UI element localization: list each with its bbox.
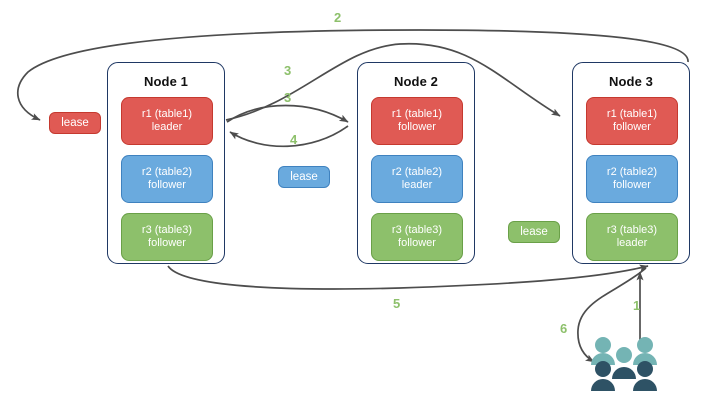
node-title: Node 2 bbox=[394, 74, 438, 89]
replica-box[interactable]: r3 (table3)follower bbox=[121, 213, 213, 261]
step-label: 1 bbox=[633, 298, 641, 313]
replica-name: r2 (table2) bbox=[141, 165, 193, 178]
replica-role: follower bbox=[613, 121, 651, 133]
step-label: 6 bbox=[560, 321, 568, 336]
edge-step-4 bbox=[229, 125, 349, 148]
replica-box[interactable]: r1 (table1)leader bbox=[121, 97, 213, 145]
edge-step-3-to-node2 bbox=[226, 104, 349, 123]
step-label: 4 bbox=[290, 132, 298, 147]
step-label: 3 bbox=[284, 63, 292, 78]
lease-badge[interactable]: lease bbox=[278, 166, 330, 188]
replica-box[interactable]: r2 (table2)leader bbox=[371, 155, 463, 203]
replica-role: leader bbox=[616, 237, 648, 249]
replica-box[interactable]: r3 (table3)leader bbox=[586, 213, 678, 261]
step-label: 5 bbox=[393, 296, 401, 311]
replica-box[interactable]: r2 (table2)follower bbox=[121, 155, 213, 203]
replica-role: follower bbox=[613, 179, 651, 191]
lease-badge[interactable]: lease bbox=[49, 112, 101, 134]
replica-role: leader bbox=[401, 179, 433, 191]
node-title: Node 3 bbox=[609, 74, 653, 89]
replica-box[interactable]: r1 (table1)follower bbox=[371, 97, 463, 145]
replica-role: follower bbox=[398, 121, 436, 133]
replica-name: r2 (table2) bbox=[606, 165, 658, 178]
replica-box[interactable]: r2 (table2)follower bbox=[586, 155, 678, 203]
replica-role: follower bbox=[148, 179, 186, 191]
users-icon bbox=[589, 335, 659, 393]
lease-badge[interactable]: lease bbox=[508, 221, 560, 243]
replica-name: r3 (table3) bbox=[391, 223, 443, 236]
replica-name: r3 (table3) bbox=[141, 223, 193, 236]
replica-name: r1 (table1) bbox=[391, 107, 443, 120]
replica-box[interactable]: r1 (table1)follower bbox=[586, 97, 678, 145]
replica-role: follower bbox=[148, 237, 186, 249]
replica-name: r3 (table3) bbox=[606, 223, 658, 236]
step-label: 2 bbox=[334, 10, 342, 25]
replica-name: r1 (table1) bbox=[606, 107, 658, 120]
replica-name: r1 (table1) bbox=[141, 107, 193, 120]
step-label: 3 bbox=[284, 90, 292, 105]
replica-name: r2 (table2) bbox=[391, 165, 443, 178]
edge-step-5 bbox=[167, 264, 649, 290]
replica-box[interactable]: r3 (table3)follower bbox=[371, 213, 463, 261]
node-title: Node 1 bbox=[144, 74, 188, 89]
replica-role: leader bbox=[151, 121, 183, 133]
replica-role: follower bbox=[398, 237, 436, 249]
